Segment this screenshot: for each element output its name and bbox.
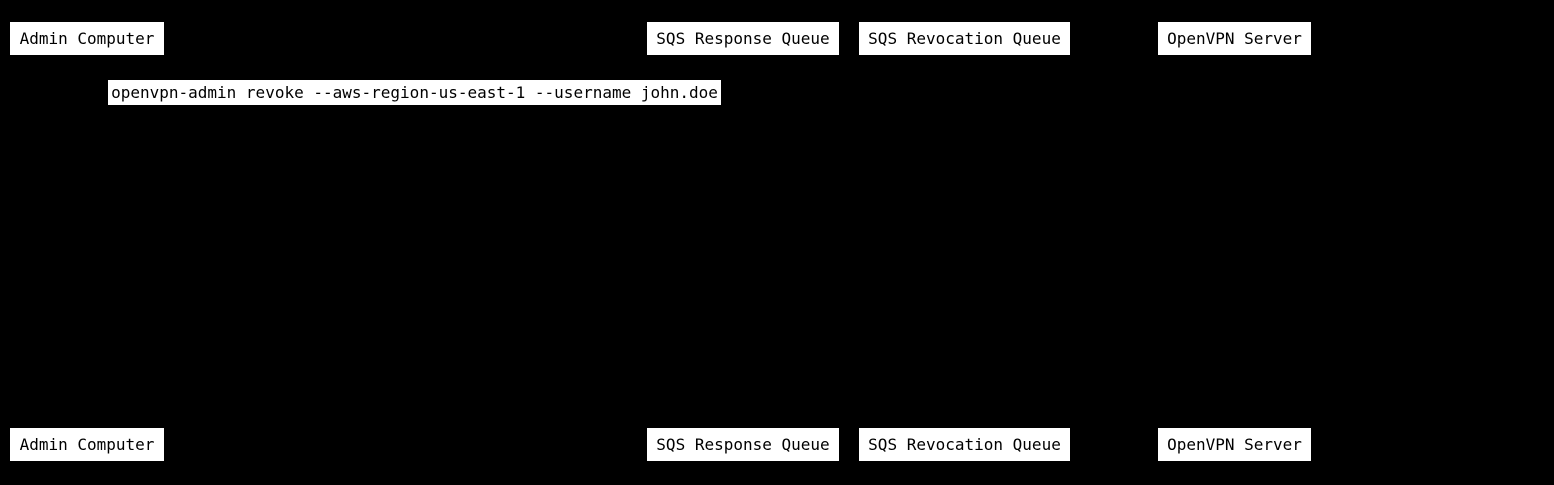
actor-box-admin-computer-bottom: Admin Computer: [10, 428, 164, 461]
actor-box-sqs-response-queue-top: SQS Response Queue: [647, 22, 839, 55]
actor-box-admin-computer-top: Admin Computer: [10, 22, 164, 55]
actor-box-sqs-revocation-queue-bottom: SQS Revocation Queue: [859, 428, 1070, 461]
actor-box-openvpn-server-top: OpenVPN Server: [1158, 22, 1311, 55]
message-label-revoke-command: openvpn-admin revoke --aws-region-us-eas…: [108, 80, 721, 105]
actor-box-openvpn-server-bottom: OpenVPN Server: [1158, 428, 1311, 461]
actor-box-sqs-response-queue-bottom: SQS Response Queue: [647, 428, 839, 461]
actor-box-sqs-revocation-queue-top: SQS Revocation Queue: [859, 22, 1070, 55]
